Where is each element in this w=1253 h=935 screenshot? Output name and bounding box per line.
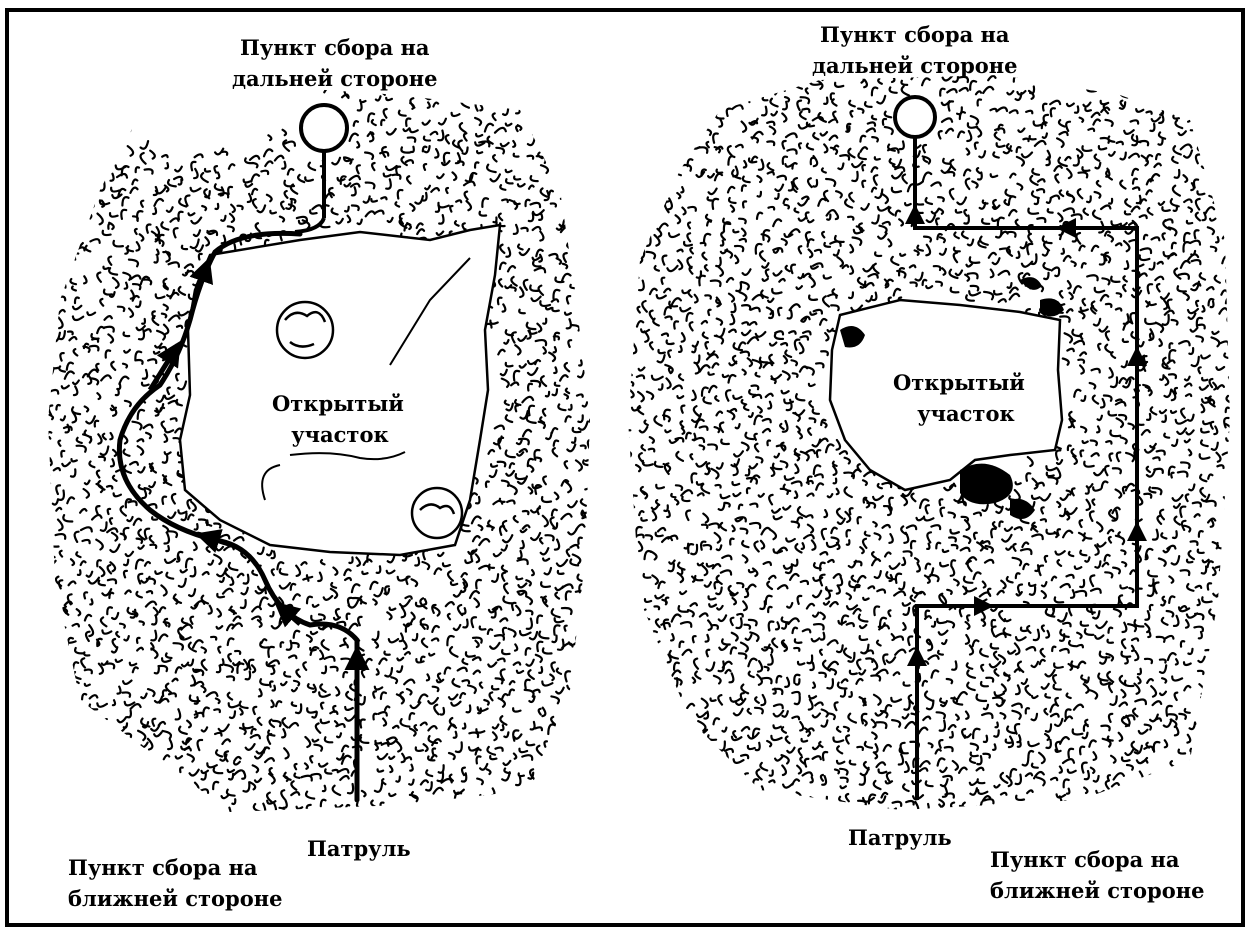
far-rally-point-label-left: Пункт сбора на дальней стороне	[232, 32, 438, 94]
open-area-label-left: Открытый участок	[272, 388, 404, 450]
far-rally-point-circle-right	[895, 97, 935, 137]
patrol-label-right: Патруль	[848, 822, 952, 853]
far-rally-point-label-right: Пункт сбора на дальней стороне	[812, 19, 1018, 81]
far-rally-point-circle-left	[301, 105, 347, 151]
near-rally-point-label-right: Пункт сбора на ближней стороне	[990, 844, 1204, 906]
near-rally-point-label-left: Пункт сбора на ближней стороне	[68, 852, 282, 914]
open-area-label-right: Открытый участок	[893, 367, 1025, 429]
patrol-label-left: Патруль	[307, 833, 411, 864]
